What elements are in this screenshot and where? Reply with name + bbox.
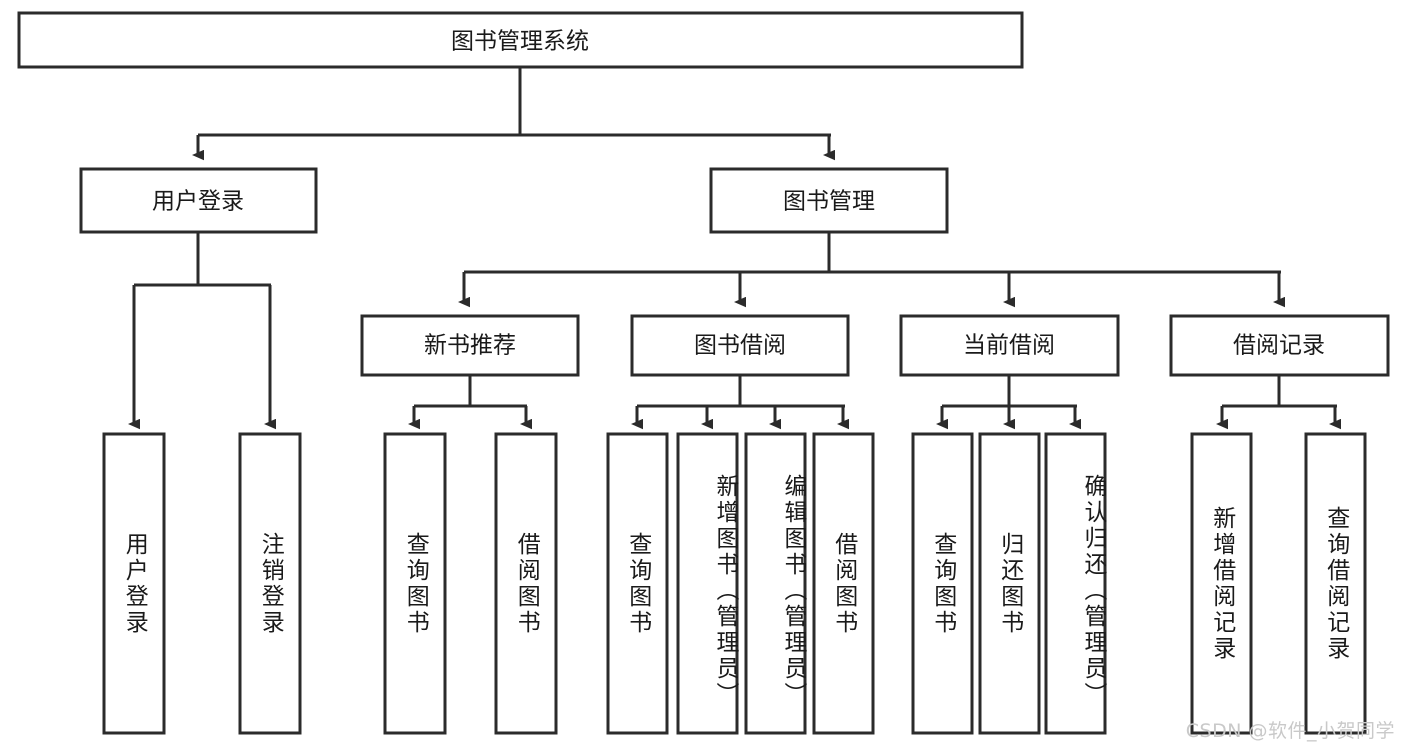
node-root-label: 图书管理系统 bbox=[451, 29, 589, 55]
node-book-borrow-label: 图书借阅 bbox=[694, 333, 786, 359]
node-leaf-query-book-3[interactable] bbox=[911, 432, 974, 735]
node-leaf-query-book-2[interactable] bbox=[606, 432, 669, 735]
node-leaf-user-login[interactable] bbox=[102, 432, 166, 735]
node-new-book-rec-label: 新书推荐 bbox=[424, 333, 516, 359]
connector-userlogin-to-leaves bbox=[128, 233, 276, 430]
connector-currentborrow-to-leaves bbox=[936, 375, 1081, 430]
node-leaf-return-book[interactable] bbox=[978, 432, 1041, 735]
node-leaf-logout[interactable] bbox=[238, 432, 302, 735]
node-leaf-add-record[interactable] bbox=[1190, 432, 1253, 735]
node-book-manage[interactable]: 图书管理 bbox=[709, 167, 949, 234]
node-borrow-record[interactable]: 借阅记录 bbox=[1169, 314, 1390, 377]
node-leaf-borrow-book-2[interactable] bbox=[812, 432, 875, 735]
node-user-login-label: 用户登录 bbox=[152, 189, 244, 215]
connector-bookmanage-to-level3 bbox=[458, 233, 1285, 308]
node-leaf-query-record[interactable] bbox=[1304, 432, 1367, 735]
csdn-watermark: CSDN @软件_小贺同学 bbox=[1185, 720, 1395, 742]
node-user-login[interactable]: 用户登录 bbox=[79, 167, 318, 234]
node-book-manage-label: 图书管理 bbox=[783, 189, 875, 215]
node-leaf-confirm-return[interactable] bbox=[1044, 432, 1107, 735]
node-leaf-query-book-1[interactable] bbox=[383, 432, 447, 735]
connector-newbook-to-leaves bbox=[408, 375, 532, 430]
node-leaf-borrow-book-1[interactable] bbox=[494, 432, 558, 735]
node-root[interactable]: 图书管理系统 bbox=[17, 11, 1024, 69]
node-new-book-rec[interactable]: 新书推荐 bbox=[360, 314, 580, 377]
node-borrow-record-label: 借阅记录 bbox=[1233, 333, 1325, 359]
connector-borrowrecord-to-leaves bbox=[1216, 375, 1341, 430]
node-current-borrow-label: 当前借阅 bbox=[963, 333, 1055, 359]
node-current-borrow[interactable]: 当前借阅 bbox=[899, 314, 1120, 377]
node-leaf-edit-book[interactable] bbox=[744, 432, 807, 735]
node-leaf-add-book[interactable] bbox=[676, 432, 739, 735]
connector-root-to-level2 bbox=[192, 68, 835, 161]
node-book-borrow[interactable]: 图书借阅 bbox=[630, 314, 850, 377]
connector-bookborrow-to-leaves bbox=[631, 375, 849, 430]
